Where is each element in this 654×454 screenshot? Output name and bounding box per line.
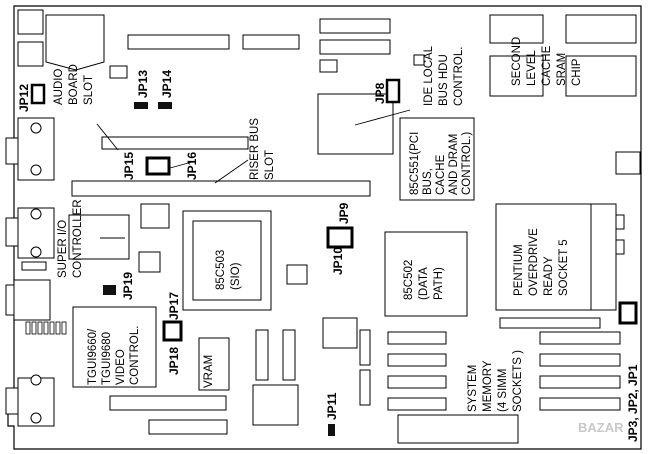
riser-bus-slot-label: RISER BUS SLOT — [249, 115, 276, 180]
85c502-data-path-label: 85C502 (DATA PATH) — [403, 257, 445, 301]
small-connector-pins — [25, 321, 67, 335]
jp3-jp2-jp1-label: JP3, JP2, JP1 — [626, 364, 640, 442]
jp14-label: JP14 — [160, 70, 174, 98]
pentium-socket-label: PENTIUM OVERDRIVE READY SOCKET 5 — [513, 225, 570, 296]
85c551-label: 85C551(PCI BUS, CACHE AND DRAM CONTROL.) — [409, 129, 473, 196]
cache-sram-chips — [489, 14, 637, 97]
85c503-sio-label: 85C503 (SIO) — [215, 247, 242, 291]
pointer-lines — [96, 109, 411, 239]
vram-label: VRAM — [203, 355, 215, 388]
left-io-connectors — [5, 9, 55, 427]
second-level-cache-label: SECOND LEVEL CACHE SRAM CHIP — [511, 34, 583, 86]
audio-board-slot-label: AUDIO BOARD SLOT — [53, 61, 95, 105]
system-memory-label: SYSTEM MEMORY (4 SIMM SOCKETS ) — [467, 350, 524, 412]
jp16-label: JP16 — [185, 152, 199, 180]
jp19-label: JP19 — [121, 272, 135, 300]
jumper-blocks — [30, 78, 638, 436]
jp11-label: JP11 — [325, 392, 339, 420]
jp15-label: JP15 — [122, 152, 136, 180]
jp13-label: JP13 — [136, 70, 150, 98]
middle-chips — [68, 117, 625, 317]
jp17-label: JP17 — [167, 292, 181, 320]
jp12-label: JP12 — [17, 84, 31, 112]
jp9-label: JP9 — [337, 202, 351, 224]
ide-local-bus-label: IDE LOCAL BUS HDU CONTROL. — [423, 43, 465, 106]
super-io-controller-label: SUPER I/O CONTROLLER — [57, 199, 84, 278]
video-area-chips — [72, 306, 371, 426]
simm-sockets — [387, 317, 621, 444]
bottom-slots — [109, 395, 228, 435]
jp10-label: JP10 — [331, 247, 345, 275]
watermark: BAZAR — [578, 420, 624, 435]
expansion-slots — [71, 136, 371, 197]
jp18-label: JP18 — [167, 347, 181, 375]
jp8-label: JP8 — [373, 82, 387, 104]
top-components — [45, 14, 641, 175]
video-controller-label: TGUI9660/ TGUI9680 VIDEO CONTROL. — [87, 326, 141, 385]
